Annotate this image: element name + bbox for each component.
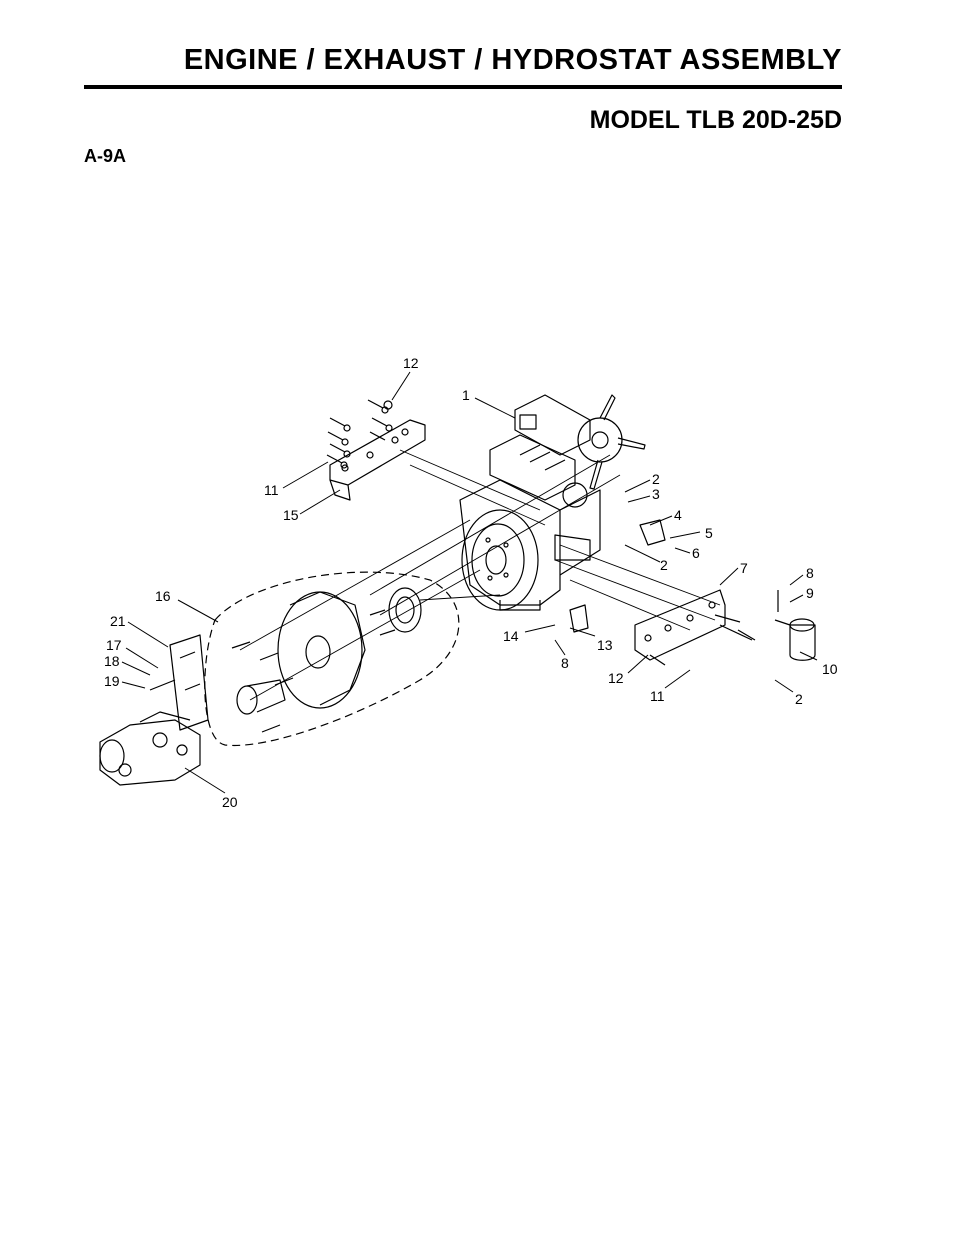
leader-lines bbox=[121, 371, 818, 794]
engine-block bbox=[459, 394, 646, 611]
callout-13: 13 bbox=[597, 637, 613, 653]
callout-3: 3 bbox=[652, 486, 660, 502]
callout-17: 17 bbox=[106, 637, 122, 653]
callout-8: 8 bbox=[806, 565, 814, 581]
callout-10: 10 bbox=[822, 661, 838, 677]
flywheel bbox=[461, 509, 539, 611]
callout-4: 4 bbox=[674, 507, 682, 523]
callout-12: 12 bbox=[608, 670, 624, 686]
right-mount-plate bbox=[634, 589, 756, 666]
callout-5: 5 bbox=[705, 525, 713, 541]
oil-filter bbox=[774, 590, 816, 661]
callout-16: 16 bbox=[155, 588, 171, 604]
callout-21: 21 bbox=[110, 613, 126, 629]
callout-1: 1 bbox=[462, 387, 470, 403]
callout-14: 14 bbox=[503, 628, 519, 644]
upper-bolts bbox=[326, 399, 393, 469]
small-bracket-4 bbox=[639, 519, 666, 546]
callout-15: 15 bbox=[283, 507, 299, 523]
callout-6: 6 bbox=[692, 545, 700, 561]
title-rule bbox=[84, 85, 842, 89]
callout-7: 7 bbox=[740, 560, 748, 576]
projection-lines bbox=[239, 449, 721, 701]
callout-12: 12 bbox=[403, 355, 419, 371]
callout-11: 11 bbox=[264, 482, 279, 498]
callout-2: 2 bbox=[795, 691, 803, 707]
callout-19: 19 bbox=[104, 673, 120, 689]
callout-18: 18 bbox=[104, 653, 120, 669]
callout-labels: 12 1 11 15 2 3 4 5 6 2 7 8 9 16 21 17 18… bbox=[104, 355, 838, 810]
callout-8: 8 bbox=[561, 655, 569, 671]
bell-housing bbox=[204, 571, 460, 747]
callout-11: 11 bbox=[650, 688, 665, 704]
callout-20: 20 bbox=[222, 794, 238, 810]
model-subtitle: MODEL TLB 20D-25D bbox=[589, 106, 842, 134]
small-bracket-13 bbox=[569, 604, 589, 633]
callout-2: 2 bbox=[652, 471, 660, 487]
page-title: ENGINE / EXHAUST / HYDROSTAT ASSEMBLY bbox=[183, 44, 842, 76]
upper-mount-bracket bbox=[329, 419, 426, 501]
callout-2: 2 bbox=[660, 557, 668, 573]
figure-reference: A-9A bbox=[84, 146, 127, 166]
callout-9: 9 bbox=[806, 585, 814, 601]
hydrostat-pump bbox=[99, 634, 209, 786]
